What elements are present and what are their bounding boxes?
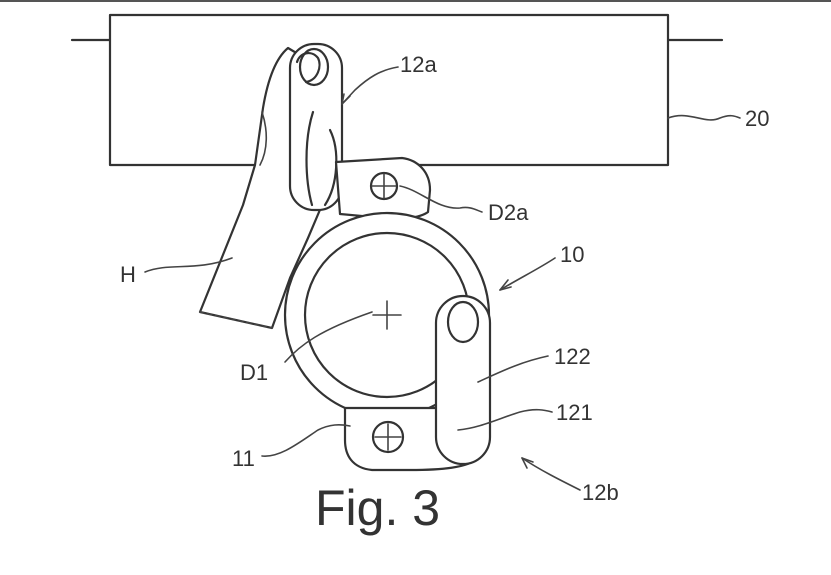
reference-labels: 20 12a D2a 10 H D1 122 121 11 12b	[120, 52, 769, 505]
label-121: 121	[556, 400, 593, 425]
label-h: H	[120, 262, 136, 287]
rail-20	[70, 13, 724, 167]
upper-pivot-plate	[334, 156, 432, 220]
upper-hook-12a	[288, 42, 344, 212]
leader-lines	[144, 66, 741, 491]
label-11: 11	[232, 446, 255, 471]
label-122: 122	[554, 344, 591, 369]
figure-caption: Fig. 3	[315, 480, 440, 536]
lower-lever-122	[434, 294, 492, 466]
label-12b: 12b	[582, 480, 619, 505]
label-20: 20	[745, 106, 769, 131]
label-d2a: D2a	[488, 200, 529, 225]
label-10: 10	[560, 242, 584, 267]
label-12a: 12a	[400, 52, 437, 77]
label-d1: D1	[240, 360, 268, 385]
